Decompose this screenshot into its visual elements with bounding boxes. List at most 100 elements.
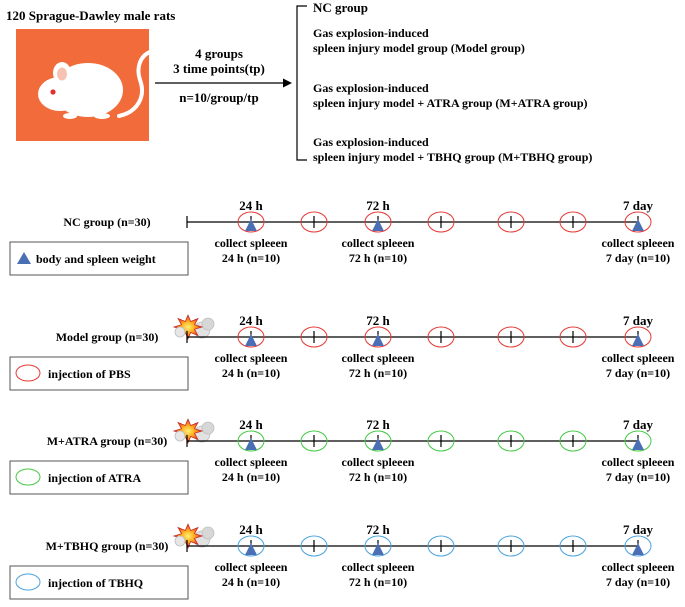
collect-time-label: 24 h (n=10) bbox=[222, 251, 280, 265]
injection-marker bbox=[427, 430, 455, 452]
collect-label: collect spleeen bbox=[602, 560, 675, 574]
collect-label: collect spleeen bbox=[342, 236, 415, 250]
timepoint-label: 7 day bbox=[623, 417, 653, 432]
collect-label: collect spleeen bbox=[215, 455, 288, 469]
legend-label: injection of TBHQ bbox=[48, 576, 143, 590]
legend-triangle-icon bbox=[17, 252, 31, 264]
collect-time-label: 72 h (n=10) bbox=[349, 575, 407, 589]
timepoint-label: 72 h bbox=[366, 417, 390, 432]
injection-marker bbox=[427, 535, 455, 557]
timepoints-count-label: 3 time points(tp) bbox=[173, 61, 265, 76]
injection-marker bbox=[300, 430, 328, 452]
collect-label: collect spleeen bbox=[342, 351, 415, 365]
legend-box bbox=[9, 565, 189, 600]
legend-box bbox=[9, 241, 189, 276]
collect-time-label: 24 h (n=10) bbox=[222, 366, 280, 380]
timeline-group-name: NC group (n=30) bbox=[63, 215, 150, 229]
group-list-atra-line1: Gas explosion-induced bbox=[313, 81, 429, 95]
explosion-icon bbox=[172, 523, 215, 549]
collect-time-label: 7 day (n=10) bbox=[606, 470, 670, 484]
timeline-group-name: Model group (n=30) bbox=[56, 330, 159, 344]
legend-circle-icon bbox=[15, 468, 41, 486]
weight-triangle-icon bbox=[632, 543, 644, 555]
collect-label: collect spleeen bbox=[602, 351, 675, 365]
collect-label: collect spleeen bbox=[602, 236, 675, 250]
injection-marker bbox=[237, 535, 265, 557]
injection-marker bbox=[427, 211, 455, 233]
timepoint-label: 72 h bbox=[366, 313, 390, 328]
injection-marker bbox=[427, 326, 455, 348]
group-list-atra-line2: spleen injury model + ATRA group (M+ATRA… bbox=[313, 96, 587, 110]
injection-marker bbox=[364, 535, 392, 557]
weight-triangle-icon bbox=[632, 219, 644, 231]
explosion-icon bbox=[172, 418, 215, 444]
collect-time-label: 7 day (n=10) bbox=[606, 366, 670, 380]
injection-marker bbox=[624, 211, 652, 233]
weight-triangle-icon bbox=[632, 334, 644, 346]
injection-marker bbox=[624, 326, 652, 348]
collect-label: collect spleeen bbox=[342, 455, 415, 469]
explosion-icon bbox=[172, 314, 215, 340]
collect-label: collect spleeen bbox=[215, 351, 288, 365]
injection-marker bbox=[497, 326, 525, 348]
injection-marker bbox=[559, 535, 587, 557]
collect-label: collect spleeen bbox=[215, 560, 288, 574]
injection-marker bbox=[300, 535, 328, 557]
timepoint-label: 72 h bbox=[366, 522, 390, 537]
collect-time-label: 7 day (n=10) bbox=[606, 575, 670, 589]
injection-marker bbox=[559, 326, 587, 348]
rat-count-label: 120 Sprague-Dawley male rats bbox=[6, 8, 175, 23]
collect-time-label: 7 day (n=10) bbox=[606, 251, 670, 265]
collect-label: collect spleeen bbox=[602, 455, 675, 469]
weight-triangle-icon bbox=[372, 543, 384, 555]
collect-label: collect spleeen bbox=[215, 236, 288, 250]
injection-marker bbox=[497, 211, 525, 233]
weight-triangle-icon bbox=[372, 334, 384, 346]
collect-time-label: 24 h (n=10) bbox=[222, 575, 280, 589]
group-list-model-line2: spleen injury model group (Model group) bbox=[313, 41, 525, 55]
timeline-group-name: M+ATRA group (n=30) bbox=[47, 434, 168, 448]
weight-triangle-icon bbox=[372, 219, 384, 231]
injection-marker bbox=[497, 430, 525, 452]
legend-circle-icon bbox=[15, 573, 41, 591]
injection-marker bbox=[237, 430, 265, 452]
rat-icon bbox=[16, 29, 152, 141]
arrow-head bbox=[283, 78, 292, 88]
group-list-model-line1: Gas explosion-induced bbox=[313, 26, 429, 40]
group-list-tbhq-line1: Gas explosion-induced bbox=[313, 135, 429, 149]
injection-marker bbox=[237, 211, 265, 233]
injection-marker bbox=[300, 326, 328, 348]
timepoint-label: 7 day bbox=[623, 313, 653, 328]
injection-marker bbox=[624, 535, 652, 557]
timeline-group-name: M+TBHQ group (n=30) bbox=[46, 539, 169, 553]
injection-marker bbox=[364, 326, 392, 348]
injection-marker bbox=[559, 211, 587, 233]
collect-time-label: 72 h (n=10) bbox=[349, 366, 407, 380]
collect-time-label: 24 h (n=10) bbox=[222, 470, 280, 484]
weight-triangle-icon bbox=[245, 438, 257, 450]
collect-time-label: 72 h (n=10) bbox=[349, 470, 407, 484]
injection-marker bbox=[559, 430, 587, 452]
timelines: NC group (n=30) 24 h 72 h 7 day collect sple… bbox=[9, 198, 675, 600]
weight-triangle-icon bbox=[245, 219, 257, 231]
timepoint-label: 24 h bbox=[239, 522, 263, 537]
timepoint-label: 24 h bbox=[239, 313, 263, 328]
injection-marker bbox=[237, 326, 265, 348]
group-bracket bbox=[296, 5, 307, 161]
injection-marker bbox=[300, 211, 328, 233]
timepoint-label: 24 h bbox=[239, 198, 263, 213]
injection-marker bbox=[364, 430, 392, 452]
timeline-2: Model group (n=30) 24 h 72 h 7 day collect s… bbox=[9, 313, 675, 391]
legend-label: injection of ATRA bbox=[48, 471, 141, 485]
collect-label: collect spleeen bbox=[342, 560, 415, 574]
injection-marker bbox=[364, 211, 392, 233]
timepoint-label: 7 day bbox=[623, 198, 653, 213]
injection-marker bbox=[624, 430, 652, 452]
legend-label: body and spleen weight bbox=[36, 252, 156, 266]
group-list-nc: NC group bbox=[313, 0, 368, 15]
weight-triangle-icon bbox=[632, 438, 644, 450]
